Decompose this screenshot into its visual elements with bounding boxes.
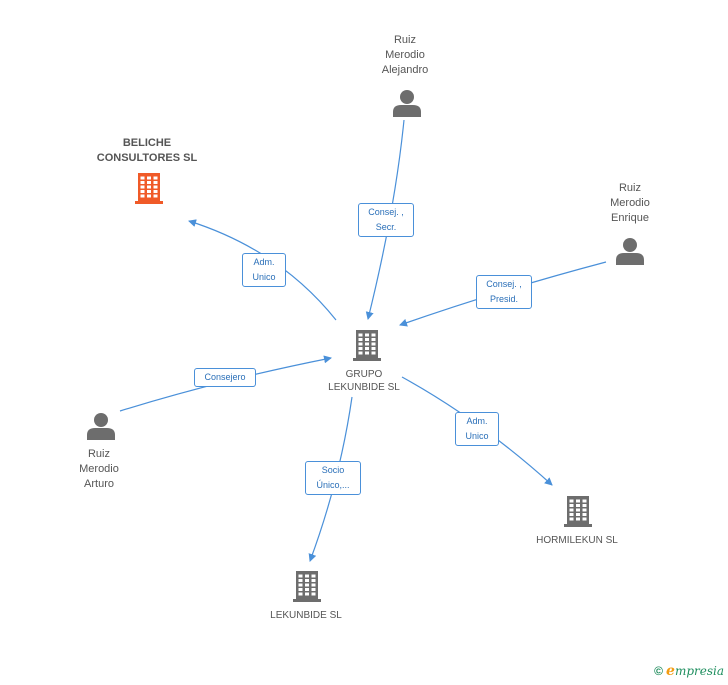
copyright-symbol: © bbox=[654, 664, 664, 678]
node-label-line: Merodio bbox=[610, 197, 650, 209]
person-icon-enrique[interactable] bbox=[616, 238, 644, 265]
node-label-line: Merodio bbox=[79, 463, 119, 475]
edge-label-beliche[interactable]: Adm. Unico bbox=[242, 253, 286, 287]
edge-label-enrique[interactable]: Consej. , Presid. bbox=[476, 275, 532, 309]
node-label-line: HORMILEKUN SL bbox=[536, 535, 618, 546]
edge-label-line: Secr. bbox=[375, 222, 397, 232]
node-label-center[interactable]: GRUPO LEKUNBIDE SL bbox=[314, 368, 414, 394]
building-icon-beliche[interactable] bbox=[135, 173, 163, 204]
edge-label-lekunbide[interactable]: Socio Único,... bbox=[305, 461, 361, 495]
node-label-lekunbide[interactable]: LEKUNBIDE SL bbox=[256, 609, 356, 622]
node-label-line: CONSULTORES SL bbox=[96, 152, 198, 164]
edge-label-line: Adm. bbox=[253, 257, 275, 267]
edge-label-line: Adm. bbox=[466, 416, 488, 426]
edge-label-line: Consej. , bbox=[486, 279, 522, 289]
node-label-line: LEKUNBIDE SL bbox=[270, 610, 342, 621]
node-label-line: Alejandro bbox=[381, 64, 429, 76]
node-label-line: LEKUNBIDE SL bbox=[328, 382, 400, 393]
node-label-line: Merodio bbox=[385, 49, 425, 61]
node-label-hormilekun[interactable]: HORMILEKUN SL bbox=[517, 534, 637, 547]
edge-label-line: Presid. bbox=[489, 294, 518, 304]
node-label-line: Enrique bbox=[611, 212, 649, 224]
brand-logo-text: mpresia bbox=[674, 664, 724, 678]
person-icon-alejandro[interactable] bbox=[393, 90, 421, 117]
edge-label-line: Unico bbox=[465, 431, 489, 441]
edge-label-line: Unico bbox=[252, 272, 276, 282]
edge-label-line: Socio bbox=[321, 465, 345, 475]
edge-label-line: Consej. , bbox=[368, 207, 404, 217]
edge-label-arturo[interactable]: Consejero bbox=[194, 368, 256, 387]
node-label-enrique[interactable]: Ruiz Merodio Enrique bbox=[585, 181, 675, 226]
building-icon-center[interactable] bbox=[353, 330, 381, 361]
node-label-line: Ruiz bbox=[393, 34, 416, 46]
building-icon-hormilekun[interactable] bbox=[564, 496, 592, 527]
node-label-alejandro[interactable]: Ruiz Merodio Alejandro bbox=[360, 33, 450, 78]
edge-label-hormilekun[interactable]: Adm. Unico bbox=[455, 412, 499, 446]
building-icon-lekunbide[interactable] bbox=[293, 571, 321, 602]
edge-label-line: Único,... bbox=[316, 480, 350, 490]
edge-label-line: Consejero bbox=[204, 372, 246, 382]
person-icon-arturo[interactable] bbox=[87, 413, 115, 440]
node-label-line: Arturo bbox=[84, 478, 114, 490]
edge-label-alejandro[interactable]: Consej. , Secr. bbox=[358, 203, 414, 237]
node-label-beliche[interactable]: BELICHE CONSULTORES SL bbox=[82, 136, 212, 166]
node-label-line: Ruiz bbox=[87, 448, 110, 460]
node-label-arturo[interactable]: Ruiz Merodio Arturo bbox=[54, 447, 144, 492]
brand-footer[interactable]: ©empresia bbox=[654, 663, 724, 679]
node-label-line: Ruiz bbox=[618, 182, 641, 194]
node-label-line: GRUPO bbox=[345, 369, 383, 380]
node-label-line: BELICHE bbox=[122, 137, 172, 149]
brand-logo-e: e bbox=[666, 663, 675, 679]
